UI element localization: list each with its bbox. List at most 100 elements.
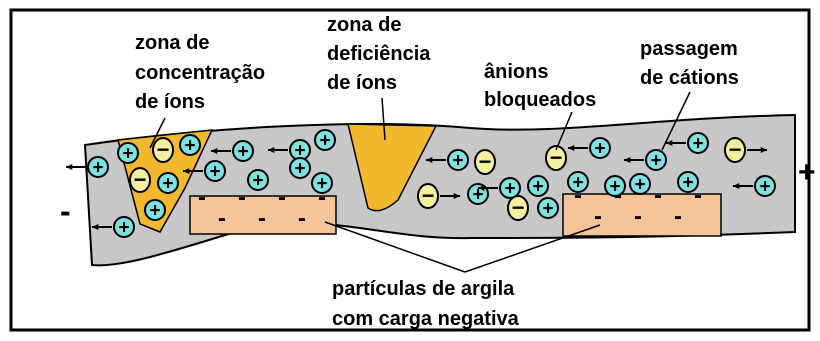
clay-label-line2: com carga negativa — [332, 308, 520, 330]
anion-ion: − — [129, 167, 151, 193]
anion-symbol: − — [729, 137, 742, 162]
clay-leader-left — [324, 221, 466, 273]
cation-symbol: + — [294, 159, 305, 180]
cations-leader — [661, 91, 691, 151]
positive-terminal: + — [798, 156, 816, 189]
anion-circle — [152, 137, 174, 163]
flow-arrow-head — [478, 184, 485, 192]
flow-arrow-head — [426, 156, 433, 164]
anion-circle — [507, 195, 529, 221]
cation-ion: + — [311, 172, 333, 195]
cation-ion: + — [232, 140, 254, 163]
anion-circle — [474, 149, 496, 175]
clay-negative-charge: - — [574, 182, 582, 209]
anion-circle — [724, 137, 746, 163]
cation-circle — [113, 216, 135, 238]
cation-symbol: + — [209, 162, 220, 183]
clay-negative-charge: - — [198, 184, 206, 211]
clay-negative-charge: - — [634, 203, 642, 230]
cation-symbol: + — [452, 151, 463, 172]
cation-ion: + — [567, 171, 589, 194]
clay-negative-charge: - — [298, 205, 306, 232]
cation-symbol: + — [572, 173, 583, 194]
anion-circle — [129, 167, 151, 193]
cation-circle — [645, 149, 667, 171]
flow-arrow-head — [66, 163, 73, 171]
cations-label-line2: de cátions — [640, 67, 739, 89]
cation-circle — [247, 169, 269, 191]
cation-ion: + — [589, 137, 611, 160]
cation-circle — [144, 199, 166, 221]
cation-ion: + — [527, 175, 549, 198]
cation-circle — [117, 142, 139, 164]
flow-arrow-head — [268, 146, 275, 154]
cation-symbol: + — [237, 142, 248, 163]
deficiency-label-line2: deficiência — [327, 43, 431, 65]
anions-label-line2: bloqueados — [484, 89, 596, 111]
flow-arrow-head — [568, 144, 575, 152]
clay-leader-right — [464, 224, 601, 273]
anion-ion: − — [152, 137, 174, 163]
clay-charges: -------------- — [198, 182, 702, 232]
flow-arrow-head — [624, 156, 631, 164]
concentration-label-line1: zona de — [135, 32, 209, 54]
flow-arrow-head — [211, 147, 218, 155]
cation-ion: + — [447, 149, 469, 172]
anion-symbol: − — [550, 145, 563, 170]
concentration-label-line2: concentração — [135, 62, 265, 84]
clay-negative-charge: - — [258, 205, 266, 232]
cation-circle — [677, 171, 699, 193]
cation-circle — [179, 134, 201, 156]
flow-arrow-head — [453, 192, 460, 200]
cation-symbol: + — [682, 173, 693, 194]
cation-symbol: + — [594, 139, 605, 160]
cation-circle — [754, 175, 776, 197]
cation-circle — [311, 172, 333, 194]
cation-symbol: + — [118, 218, 129, 239]
cation-circle — [447, 149, 469, 171]
cation-circle — [629, 173, 651, 195]
cation-ion: + — [499, 177, 521, 200]
cation-ion: + — [677, 171, 699, 194]
anion-symbol: − — [422, 183, 435, 208]
cation-symbol: + — [162, 174, 173, 195]
clay-negative-charge: - — [674, 203, 682, 230]
concentration-label-line3: de íons — [135, 91, 205, 113]
deficiency-leader — [381, 97, 386, 141]
anion-ion: − — [507, 195, 529, 221]
cation-symbol: + — [294, 141, 305, 162]
concentration-leader — [149, 117, 166, 149]
cation-symbol: + — [319, 131, 330, 152]
cation-circle — [687, 132, 709, 154]
cation-symbol: + — [184, 136, 195, 157]
cation-symbol: + — [316, 174, 327, 195]
deficiency-label-line3: de íons — [327, 72, 397, 94]
cation-circle — [232, 140, 254, 162]
cation-ion: + — [87, 156, 109, 179]
anions-leader — [555, 111, 573, 151]
anion-circle — [417, 183, 439, 209]
clay-negative-charge: - — [318, 184, 326, 211]
cation-symbol: + — [759, 177, 770, 198]
negative-terminal: - — [60, 193, 71, 229]
flow-arrow-head — [760, 146, 767, 154]
deficiency-label-line1: zona de — [327, 14, 401, 36]
cation-ion: + — [754, 175, 776, 198]
cation-ion: + — [687, 132, 709, 155]
cation-ion: + — [204, 160, 226, 183]
cation-symbol: + — [504, 179, 515, 200]
flow-arrow-head — [183, 167, 190, 175]
flow-arrow-head — [92, 223, 99, 231]
cation-ion: + — [157, 172, 179, 195]
cation-symbol: + — [122, 144, 133, 165]
clay-negative-charge: - — [694, 182, 702, 209]
cation-symbol: + — [634, 175, 645, 196]
cation-circle — [537, 197, 559, 219]
clay-particle-left — [189, 195, 337, 235]
clay-negative-charge: - — [218, 205, 226, 232]
cation-symbol: + — [92, 158, 103, 179]
anion-ion: − — [545, 145, 567, 171]
cation-symbol: + — [650, 151, 661, 172]
